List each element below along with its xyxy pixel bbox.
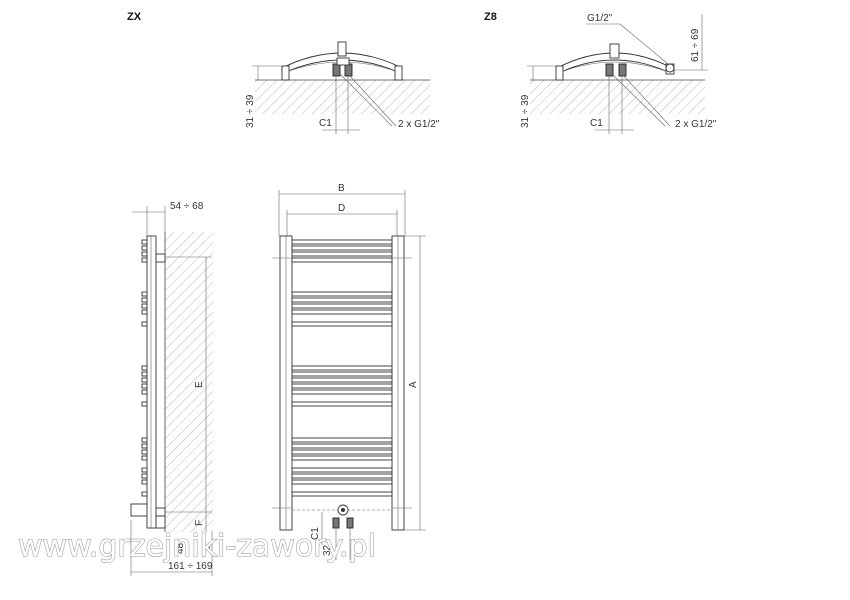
zx-valve-top bbox=[337, 41, 347, 57]
front-b-label: B bbox=[338, 183, 345, 194]
front-rung bbox=[291, 377, 393, 383]
front-rung bbox=[291, 449, 393, 455]
zx-title: ZX bbox=[127, 11, 142, 23]
z8-side-valve bbox=[665, 63, 675, 73]
side-rung bbox=[141, 291, 148, 297]
front-rung bbox=[291, 473, 393, 479]
front-rung bbox=[291, 455, 393, 461]
side-rung bbox=[141, 443, 148, 449]
side-rung bbox=[141, 239, 148, 245]
side-depth-bottom-label: 161 ÷ 169 bbox=[168, 561, 213, 572]
front-a-label: A bbox=[408, 381, 419, 388]
side-rung bbox=[141, 383, 148, 389]
side-f-label: F bbox=[194, 520, 205, 526]
side-rung bbox=[141, 371, 148, 377]
front-rung bbox=[291, 491, 393, 497]
side-rung bbox=[141, 365, 148, 371]
front-rung bbox=[291, 371, 393, 377]
z8-valve-thread-label: G1/2" bbox=[587, 13, 613, 24]
front-rung bbox=[291, 401, 393, 407]
front-rung bbox=[291, 479, 393, 485]
side-wall-hatch bbox=[165, 232, 213, 532]
front-rung bbox=[291, 389, 393, 395]
front-rung bbox=[291, 383, 393, 389]
side-radiator-bar bbox=[146, 235, 157, 529]
z8-thread-label: 2 x G1/2" bbox=[675, 119, 717, 130]
side-e-label: E bbox=[194, 381, 205, 388]
front-rung bbox=[291, 251, 393, 257]
zx-connector-left bbox=[332, 63, 341, 77]
side-rung bbox=[141, 437, 148, 443]
zx-bracket-right bbox=[394, 65, 403, 81]
side-rung bbox=[141, 309, 148, 315]
side-rung bbox=[141, 467, 148, 473]
zx-c1-label: C1 bbox=[319, 118, 332, 129]
front-rung bbox=[291, 309, 393, 315]
side-view: 54 ÷ 68 E F 48 8 161 ÷ 169 bbox=[130, 201, 213, 576]
z8-connector-right bbox=[618, 63, 627, 77]
side-rung bbox=[141, 449, 148, 455]
side-valve bbox=[130, 503, 148, 517]
side-depth-top-label: 54 ÷ 68 bbox=[170, 201, 204, 212]
front-rung bbox=[291, 437, 393, 443]
z8-c1-label: C1 bbox=[590, 118, 603, 129]
z8-wall-hatch bbox=[530, 80, 705, 114]
z8-wall-gap-label: 31 ÷ 39 bbox=[520, 94, 531, 128]
front-pipe-label-2: 32 bbox=[322, 544, 333, 556]
zx-valve-body bbox=[336, 57, 350, 66]
side-rung bbox=[141, 491, 148, 497]
side-rung bbox=[141, 473, 148, 479]
side-rung bbox=[141, 455, 148, 461]
side-rungs bbox=[141, 239, 148, 497]
z8-bracket-left bbox=[555, 65, 564, 81]
side-rung bbox=[141, 401, 148, 407]
z8-height-label: 61 ÷ 69 bbox=[690, 28, 701, 62]
side-bracket-top bbox=[155, 253, 166, 263]
front-rung bbox=[291, 257, 393, 263]
side-rung bbox=[141, 257, 148, 263]
z8-valve-top bbox=[609, 43, 620, 59]
front-pipe-label: C1 bbox=[310, 527, 321, 540]
zx-detail: ZX 31 ÷ 39 C1 2 x G1/2" bbox=[127, 11, 440, 134]
front-rung bbox=[291, 365, 393, 371]
side-bracket-bottom bbox=[155, 507, 166, 517]
front-rung bbox=[291, 245, 393, 251]
side-rung bbox=[141, 377, 148, 383]
side-small-label-b: 8 bbox=[202, 544, 213, 550]
front-d-label: D bbox=[338, 203, 345, 214]
side-rung bbox=[141, 245, 148, 251]
z8-title: Z8 bbox=[484, 11, 497, 23]
side-rung bbox=[141, 251, 148, 257]
zx-bracket-left bbox=[281, 65, 290, 81]
front-rung bbox=[291, 467, 393, 473]
front-rung bbox=[291, 303, 393, 309]
front-pipe-right bbox=[346, 517, 354, 529]
front-rungs bbox=[291, 239, 393, 497]
z8-detail: Z8 G1/2" 61 ÷ 69 31 ÷ 39 C1 2 x G1/2" bbox=[484, 11, 717, 134]
front-rung bbox=[291, 239, 393, 245]
z8-connector-left bbox=[605, 63, 614, 77]
zx-wall-gap-label: 31 ÷ 39 bbox=[245, 94, 256, 128]
zx-thread-label: 2 x G1/2" bbox=[398, 119, 440, 130]
watermark-text: www.grzejniki-zawory.pl bbox=[18, 529, 376, 564]
zx-wall-hatch bbox=[255, 80, 430, 114]
side-small-label-a: 48 bbox=[175, 542, 186, 554]
front-pipe-left bbox=[332, 517, 340, 529]
front-rung bbox=[291, 321, 393, 327]
front-rung bbox=[291, 297, 393, 303]
front-rung bbox=[291, 291, 393, 297]
front-view: B D A C1 32 bbox=[272, 183, 426, 560]
side-rung bbox=[141, 297, 148, 303]
side-rung bbox=[141, 321, 148, 327]
front-rung bbox=[291, 443, 393, 449]
side-rung bbox=[141, 479, 148, 485]
side-rung bbox=[141, 389, 148, 395]
side-rung bbox=[141, 303, 148, 309]
